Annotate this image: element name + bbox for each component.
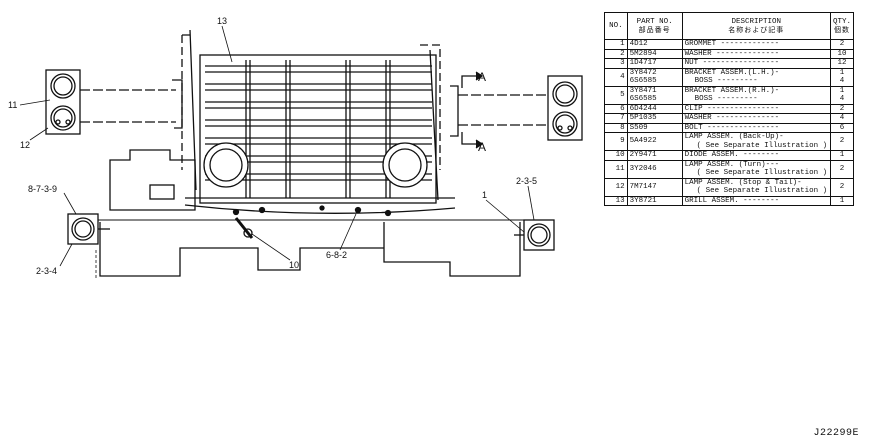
cell-qty: 2 xyxy=(829,132,855,151)
cell-qty: 6 xyxy=(829,122,855,133)
cell-no: 3 xyxy=(604,58,628,69)
section-a-bottom: A xyxy=(478,140,487,154)
cell-qty: 2 xyxy=(829,39,855,50)
cell-description: NUT ----------------- xyxy=(681,58,831,69)
cell-no: 5 xyxy=(604,85,628,105)
grill-frame xyxy=(199,54,437,204)
cell-part-no: 2Y9471 xyxy=(626,150,683,161)
cell-description: LAMP ASSEM. (Stop & Tail)-( See Separate… xyxy=(681,177,831,197)
callout-1: 1 xyxy=(482,190,488,200)
cell-no: 10 xyxy=(604,150,628,161)
cell-part-no: 3Y8721 xyxy=(626,195,683,206)
cell-part-no: 5P1035 xyxy=(626,113,683,124)
cell-no: 8 xyxy=(604,122,628,133)
cell-no: 6 xyxy=(604,103,628,114)
header-no: NO. xyxy=(604,12,628,40)
callout-6-8-2: 6-8-2 xyxy=(326,250,348,260)
cell-description: WASHER -------------- xyxy=(681,113,831,124)
cell-description: CLIP ---------------- xyxy=(681,103,831,114)
cell-qty: 12 xyxy=(829,58,855,69)
cell-qty: 4 xyxy=(829,113,855,124)
cell-no: 9 xyxy=(604,132,628,151)
cell-part-no: 6D4244 xyxy=(626,103,683,114)
cell-no: 4 xyxy=(604,67,628,87)
grill-assembly-drawing xyxy=(19,25,583,278)
cell-description: LAMP ASSEM. (Back-Up)-( See Separate Ill… xyxy=(681,132,831,151)
drawing-number: J22299E xyxy=(813,428,859,439)
callout-8-7-3-9: 8-7-3-9 xyxy=(28,184,58,194)
grill-vertical-bars xyxy=(245,60,391,198)
backup-lamp-left xyxy=(67,213,99,245)
cell-qty: 1 xyxy=(829,195,855,206)
cell-no: 13 xyxy=(604,195,628,206)
cell-description: BOLT ---------------- xyxy=(681,122,831,133)
cell-no: 2 xyxy=(604,48,628,59)
cell-qty: 10 xyxy=(829,48,855,59)
left-body-block xyxy=(109,149,196,211)
cell-no: 12 xyxy=(604,177,628,197)
cell-qty: 2 xyxy=(829,159,855,179)
lower-body xyxy=(99,222,521,277)
callout-13: 13 xyxy=(217,16,228,26)
cell-part-no: 4D12 xyxy=(626,39,683,50)
callout-12: 12 xyxy=(20,140,31,150)
cell-part-no: 1D4717 xyxy=(626,58,683,69)
callout-2-3-4: 2-3-4 xyxy=(36,266,58,276)
cell-description: GRILL ASSEM. -------- xyxy=(681,195,831,206)
callout-11: 11 xyxy=(8,100,18,110)
cell-part-no: 3Y2046 xyxy=(626,159,683,179)
cell-description: BRACKET ASSEM.(R.H.)-BOSS --------- xyxy=(681,85,831,105)
cell-part-no: 7M7147 xyxy=(626,177,683,197)
cell-qty: 2 xyxy=(829,103,855,114)
header-part-no: PART NO.部品番号 xyxy=(626,12,683,40)
cell-description: WASHER -------------- xyxy=(681,48,831,59)
cell-part-no: 5A4922 xyxy=(626,132,683,151)
header-qty: QTY.個数 xyxy=(829,12,855,40)
backup-lamp-right xyxy=(523,219,555,251)
cell-description: BRACKET ASSEM.(L.H.)-BOSS --------- xyxy=(681,67,831,87)
lamp-cluster-left xyxy=(45,69,81,135)
cell-no: 1 xyxy=(604,39,628,50)
cell-part-no: 5M2894 xyxy=(626,48,683,59)
callout-10: 10 xyxy=(289,260,300,270)
lower-rail xyxy=(184,197,456,214)
cell-qty: 1 xyxy=(829,150,855,161)
cell-description: LAMP ASSEM. (Turn)---( See Separate Illu… xyxy=(681,159,831,179)
cell-no: 7 xyxy=(604,113,628,124)
cell-no: 11 xyxy=(604,159,628,179)
cell-part-no: S509 xyxy=(626,122,683,133)
cell-description: DIODE ASSEM. -------- xyxy=(681,150,831,161)
section-a-top: A xyxy=(478,70,487,84)
callout-2-3-5: 2-3-5 xyxy=(516,176,538,186)
cell-qty: 2 xyxy=(829,177,855,197)
diode-assembly xyxy=(234,217,254,239)
cell-description: GROMMET ------------- xyxy=(681,39,831,50)
